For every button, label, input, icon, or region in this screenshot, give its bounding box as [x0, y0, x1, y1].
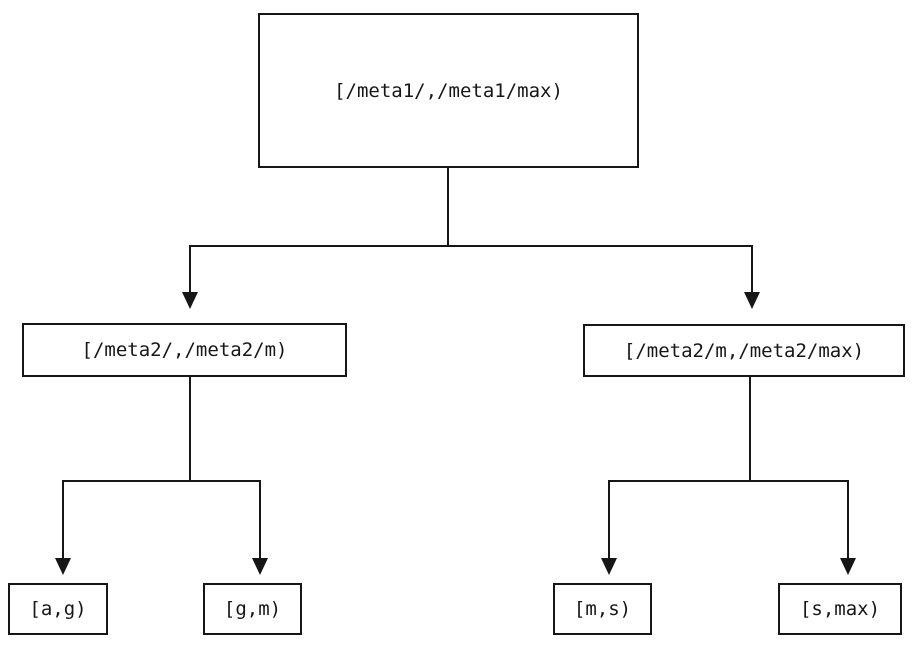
- node-leaf-m-s: [m,s): [553, 583, 652, 635]
- node-label: [/meta2/m,/meta2/max): [623, 339, 865, 362]
- node-label: [a,g): [29, 598, 87, 620]
- node-leaf-g-m: [g,m): [203, 583, 302, 635]
- node-label: [m,s): [573, 598, 632, 620]
- node-label: [g,m): [223, 598, 282, 620]
- arrowhead-level2-left: [182, 292, 198, 309]
- arrowhead-leaf3: [601, 558, 617, 575]
- arrowhead-leaf2: [252, 558, 268, 575]
- node-meta2-left-range: [/meta2/,/meta2/m): [22, 323, 347, 377]
- node-label: [/meta1/,/meta1/max): [334, 79, 563, 102]
- arrowhead-leaf4: [840, 558, 856, 575]
- node-meta2-right-range: [/meta2/m,/meta2/max): [583, 324, 905, 377]
- node-leaf-a-g: [a,g): [8, 583, 108, 635]
- node-label: [/meta2/,/meta2/m): [81, 339, 288, 361]
- arrowhead-leaf1: [55, 558, 71, 575]
- node-meta1-range: [/meta1/,/meta1/max): [258, 13, 639, 168]
- node-label: [s,max): [799, 598, 881, 620]
- arrowhead-level2-right: [744, 292, 760, 309]
- node-leaf-s-max: [s,max): [778, 583, 902, 635]
